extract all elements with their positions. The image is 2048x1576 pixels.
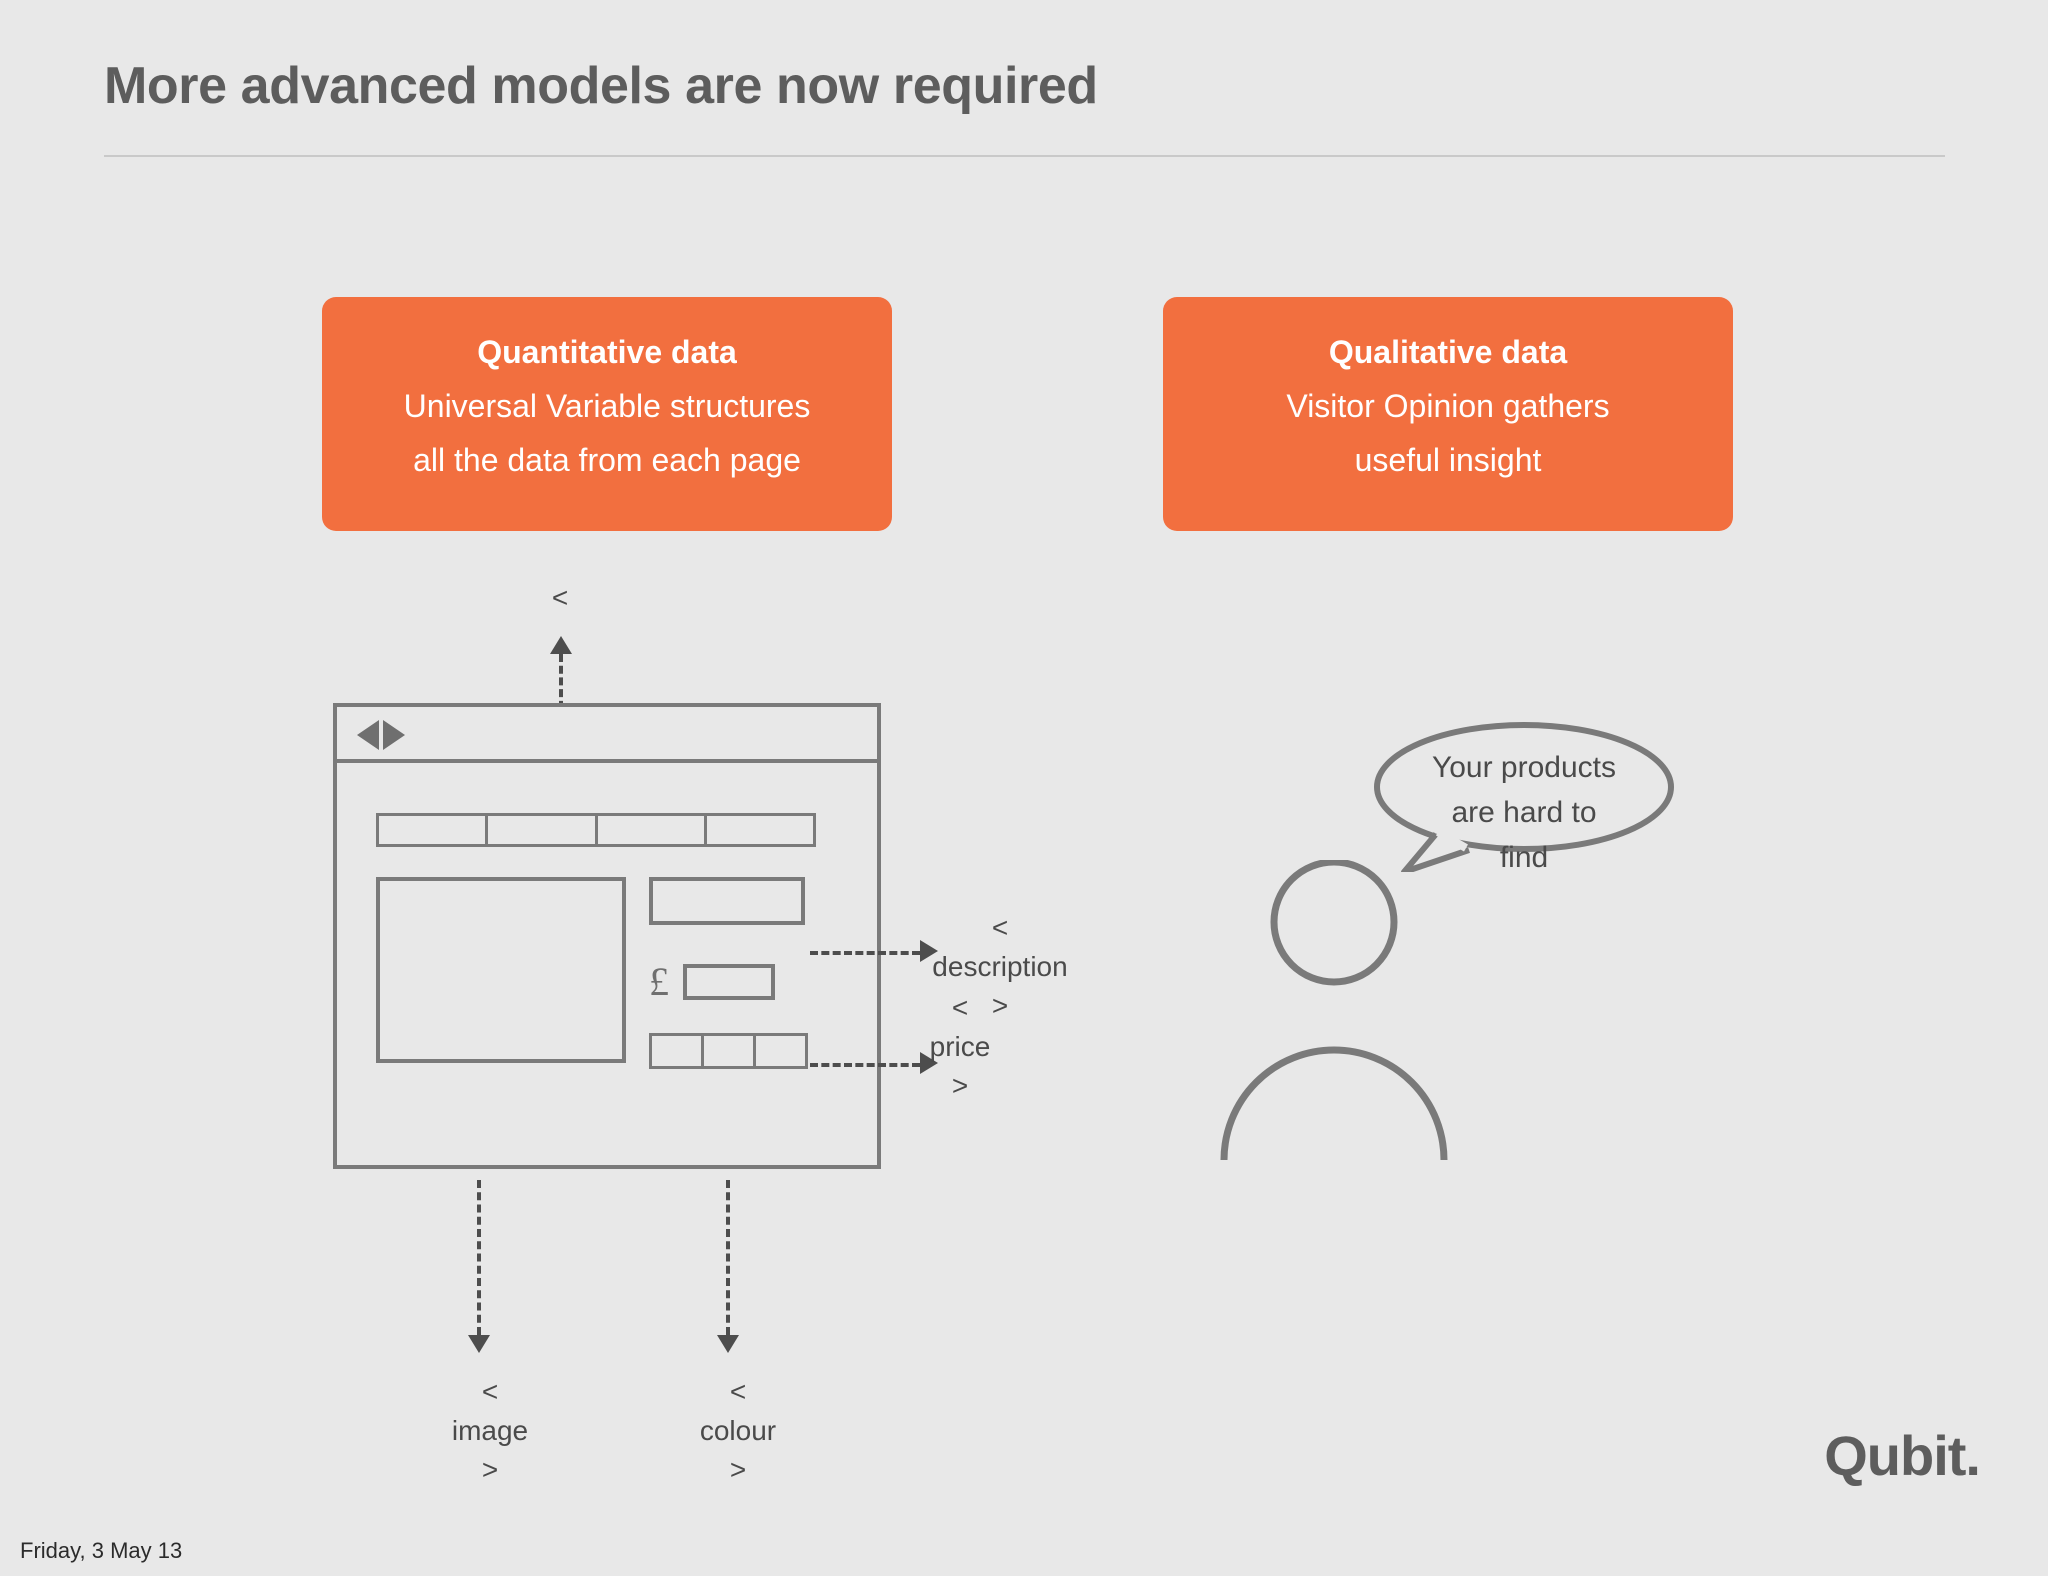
product-price-row: £ <box>649 962 775 1002</box>
colour-swatch-row[interactable] <box>649 1033 808 1069</box>
tab-bar[interactable] <box>376 813 816 847</box>
back-triangle-icon[interactable] <box>357 720 379 750</box>
connector-price <box>810 1063 920 1067</box>
tag-price-open: < <box>951 992 969 1023</box>
tab-cell[interactable] <box>376 813 489 847</box>
tag-price: < price > <box>880 988 1040 1105</box>
footer-date: Friday, 3 May 13 <box>20 1538 183 1563</box>
tag-top-open: < <box>551 582 569 613</box>
tag-description-close: > <box>991 990 1009 1021</box>
arrow-down-icon <box>468 1335 490 1353</box>
colour-swatch[interactable] <box>701 1033 756 1069</box>
tag-image-name: image <box>451 1415 529 1446</box>
title-divider <box>104 155 1945 157</box>
product-description-placeholder <box>649 877 805 925</box>
tag-description-open: < <box>991 912 1009 943</box>
card-quantitative-line2: all the data from each page <box>413 442 801 478</box>
tag-price-close: > <box>951 1070 969 1101</box>
connector-description <box>810 951 920 955</box>
qubit-logo: Qubit. <box>1824 1424 1981 1487</box>
tag-image-close: > <box>481 1454 499 1485</box>
product-price-placeholder <box>683 964 775 1000</box>
tab-cell[interactable] <box>485 813 598 847</box>
person-avatar-icon <box>1220 860 1448 1160</box>
pound-currency-icon: £ <box>649 959 669 1004</box>
card-qualitative-line1: Visitor Opinion gathers <box>1286 388 1610 424</box>
forward-triangle-icon[interactable] <box>383 720 405 750</box>
tag-description: < description > <box>880 908 1120 1025</box>
tag-price-name: price <box>929 1031 991 1062</box>
colour-swatch[interactable] <box>649 1033 704 1069</box>
connector-colour <box>726 1180 730 1335</box>
tag-colour-close: > <box>729 1454 747 1485</box>
browser-wireframe: £ <box>333 703 881 1169</box>
connector-image <box>477 1180 481 1335</box>
arrow-up-icon <box>550 636 572 654</box>
tag-image: < image > <box>400 1372 580 1489</box>
arrow-down-icon <box>717 1335 739 1353</box>
product-image-placeholder <box>376 877 626 1063</box>
arrow-right-icon <box>920 1052 938 1074</box>
tag-description-name: description <box>932 951 1068 982</box>
page-title: More advanced models are now required <box>104 57 1098 115</box>
speech-line-2: are hard to <box>1451 796 1597 829</box>
colour-swatch[interactable] <box>753 1033 808 1069</box>
speech-bubble-icon <box>1374 722 1674 872</box>
browser-nav-arrows[interactable] <box>357 720 405 750</box>
card-qualitative-title: Qualitative data <box>1328 334 1568 370</box>
tab-cell[interactable] <box>703 813 816 847</box>
arrow-right-icon <box>920 940 938 962</box>
speech-line-3: find <box>1499 841 1549 874</box>
card-quantitative-title: Quantitative data <box>477 334 737 370</box>
card-qualitative-line2: useful insight <box>1354 442 1542 478</box>
tab-cell[interactable] <box>594 813 707 847</box>
tag-image-open: < <box>481 1376 499 1407</box>
tag-colour-name: colour <box>699 1415 777 1446</box>
card-qualitative-data: Qualitative data Visitor Opinion gathers… <box>1163 297 1733 531</box>
speech-bubble-text: Your products are hard to find <box>1386 745 1662 880</box>
tag-colour-open: < <box>729 1376 747 1407</box>
card-quantitative-data: Quantitative data Universal Variable str… <box>322 297 892 531</box>
card-quantitative-line1: Universal Variable structures <box>403 388 811 424</box>
tag-colour: < colour > <box>648 1372 828 1489</box>
speech-line-1: Your products <box>1431 751 1616 784</box>
browser-chrome <box>337 707 877 763</box>
tag-top: < <box>500 578 620 617</box>
